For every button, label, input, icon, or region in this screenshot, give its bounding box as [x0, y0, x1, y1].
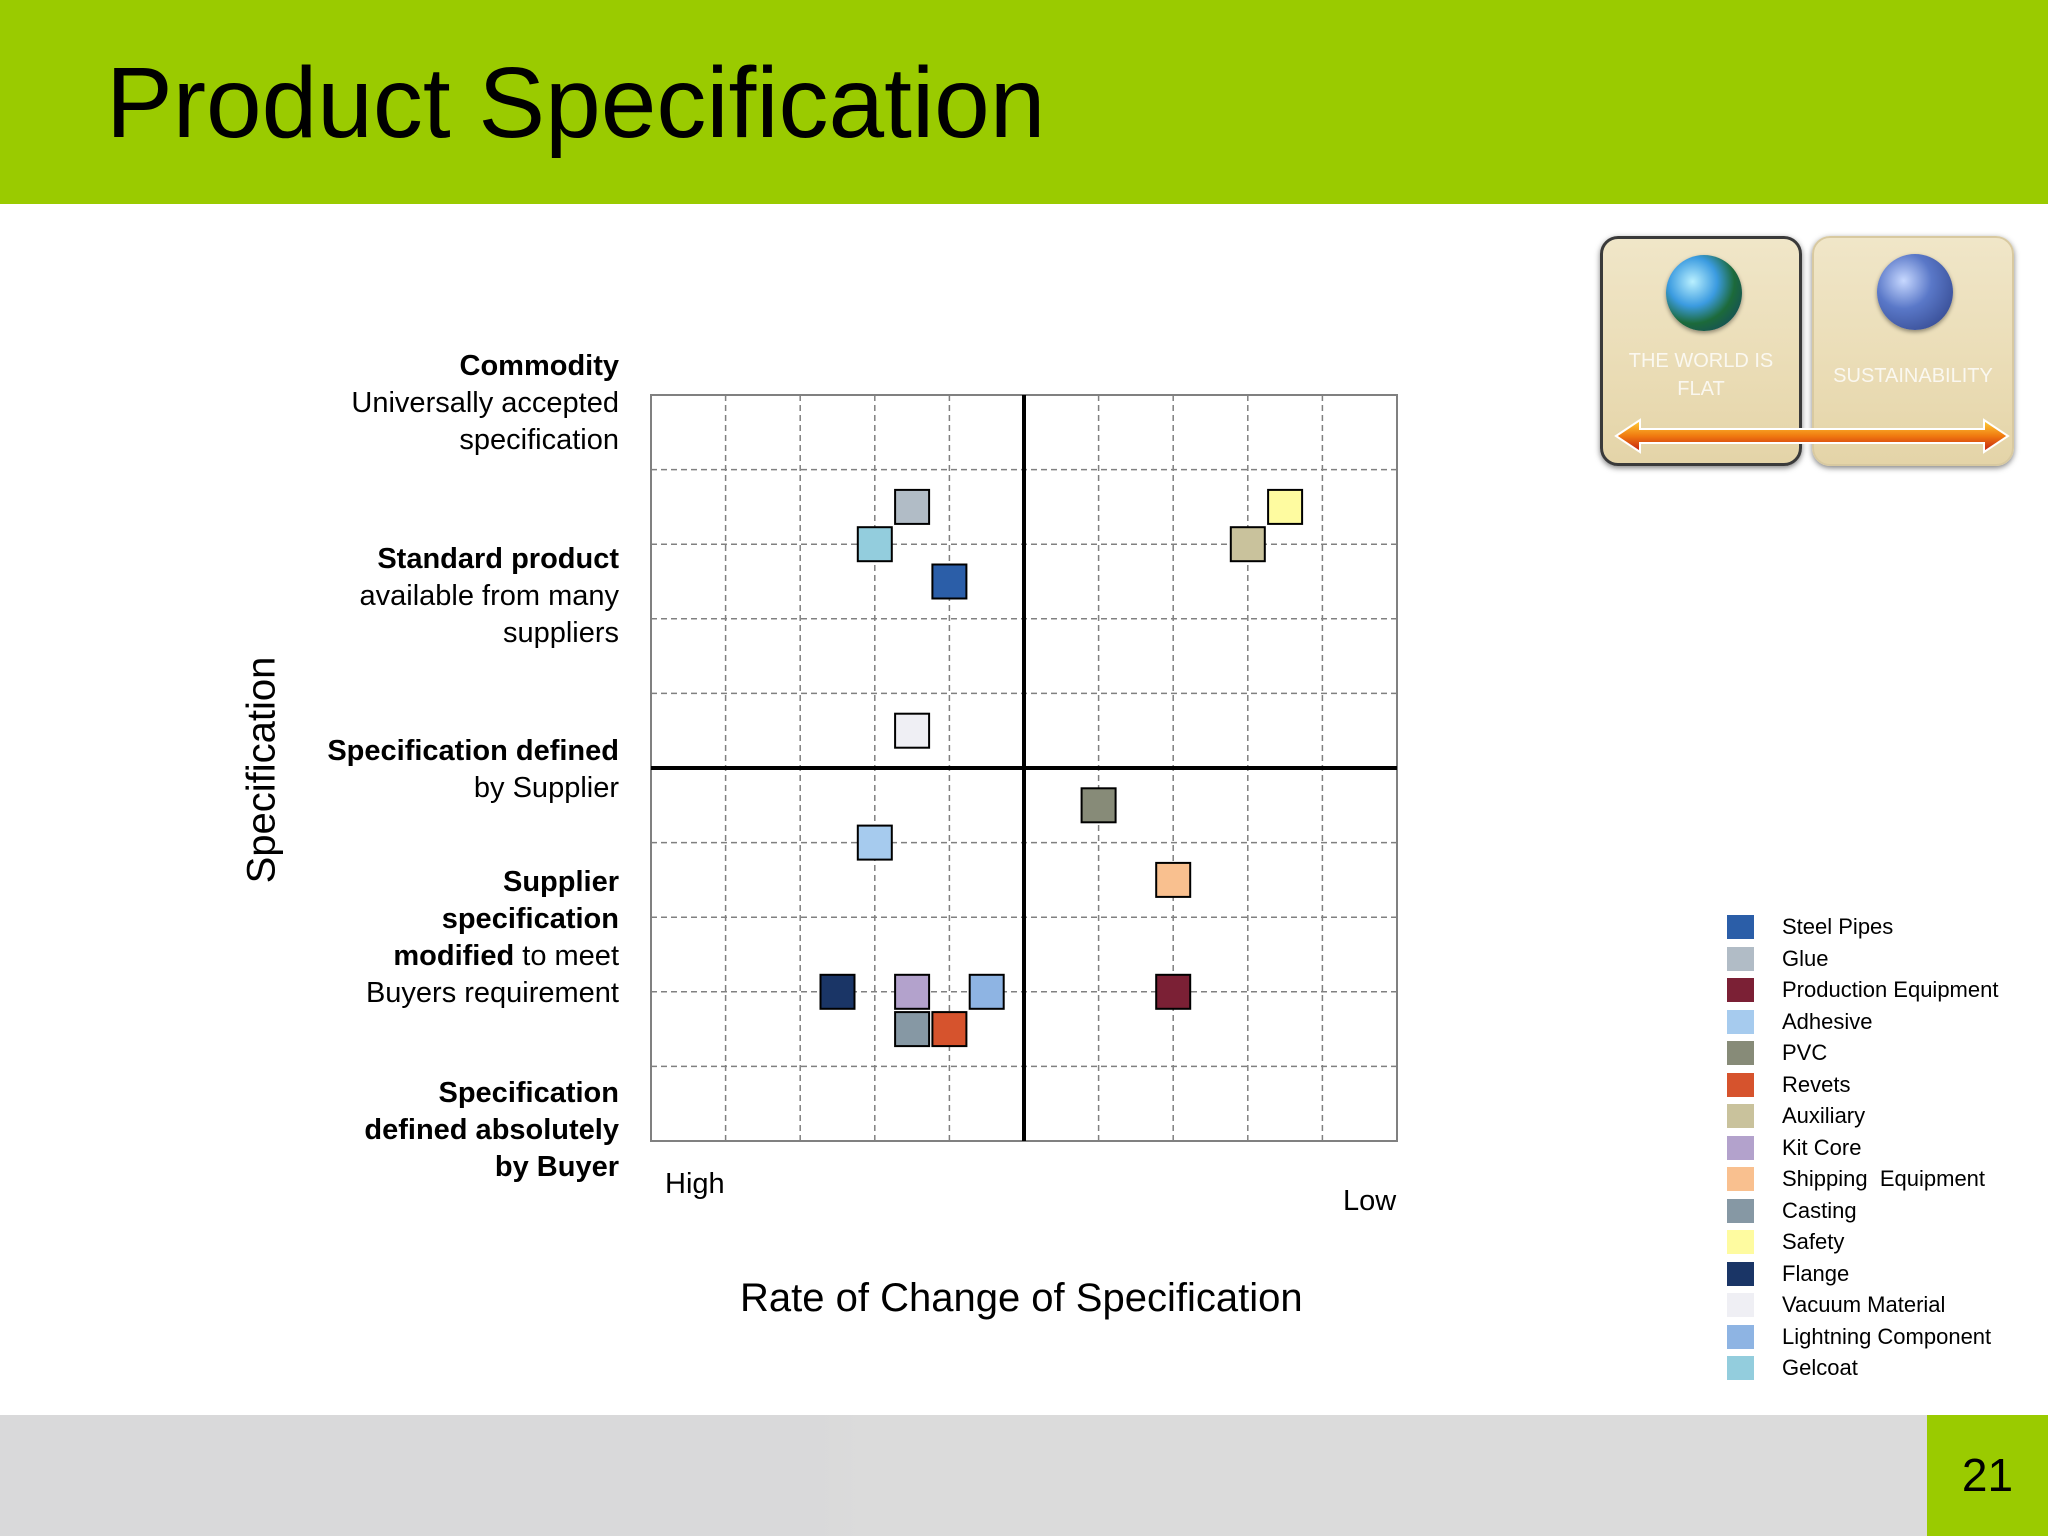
legend-label: Vacuum Material: [1782, 1292, 1946, 1317]
y-level-supplier-modified: Supplier specification modified to meet …: [319, 864, 619, 1012]
y-level-bold: Specification defined absolutely by Buye…: [364, 1077, 619, 1183]
legend-label: Gelcoat: [1782, 1355, 1858, 1380]
specification-matrix-chart: [650, 394, 1398, 1142]
legend-swatch: [1727, 946, 1754, 971]
marker-kit-core: [894, 973, 931, 1010]
legend-swatch: [1727, 1324, 1754, 1349]
y-level-text: available from many suppliers: [359, 580, 620, 649]
x-axis-title: Rate of Change of Specification: [740, 1276, 1303, 1320]
legend-label: Shipping Equipment: [1782, 1166, 1986, 1191]
legend-label: Glue: [1782, 945, 1829, 971]
marker-flange: [819, 973, 856, 1010]
badge-label-sustainability: SUSTAINABILITY: [1833, 365, 1993, 387]
legend-label: Lightning Component: [1782, 1323, 1992, 1349]
legend-label: PVC: [1782, 1040, 1828, 1065]
globe-hands-icon: [1666, 255, 1742, 331]
badge-panel-sustainability: SUSTAINABILITY: [1812, 236, 2014, 466]
marker-revets: [931, 1011, 968, 1048]
y-level-bold: Commodity: [459, 350, 620, 382]
page-number: 21: [1961, 1449, 2014, 1501]
legend-swatch: [1727, 1041, 1754, 1065]
y-level-text: Universally accepted specification: [351, 387, 619, 456]
double-arrow-icon: [1614, 418, 2010, 454]
y-level-bold: Supplier specification modified: [393, 866, 619, 972]
page-number-box: 21: [1927, 1415, 2048, 1536]
y-level-defined-by-buyer: Specification defined absolutely by Buye…: [329, 1075, 619, 1186]
marker-steel-pipes: [931, 563, 968, 600]
y-level-text: to meet Buyers requirement: [365, 940, 619, 1009]
legend-swatch: [1727, 1009, 1754, 1034]
legend-swatch: [1727, 1356, 1754, 1380]
slide-title: Product Specification: [106, 47, 1046, 159]
legend-label: Steel Pipes: [1782, 914, 1894, 939]
marker-glue: [894, 488, 931, 525]
slide-footer: [0, 1415, 2048, 1536]
legend-label: Auxiliary: [1782, 1103, 1866, 1128]
badge-label-world-is-flat: THE WORLD IS FLAT: [1628, 350, 1774, 400]
marker-gelcoat: [856, 526, 893, 563]
y-level-text: by Supplier: [473, 772, 619, 804]
legend-swatch: [1727, 1293, 1754, 1317]
marker-shipping-equipment: [1155, 861, 1192, 898]
legend-swatch: [1727, 1167, 1754, 1191]
marker-casting: [894, 1011, 931, 1048]
legend-label: Casting: [1782, 1197, 1857, 1223]
marker-production-equipment: [1155, 973, 1192, 1010]
y-level-commodity: Commodity Universally accepted specifica…: [329, 348, 619, 459]
legend-swatch: [1727, 1135, 1754, 1160]
legend-swatch: [1727, 915, 1754, 939]
legend-label: Flange: [1782, 1260, 1850, 1286]
legend-label: Production Equipment: [1782, 977, 1999, 1002]
slide-header: Product Specification: [0, 0, 2048, 204]
legend-label: Safety: [1782, 1229, 1845, 1254]
marker-safety: [1267, 488, 1304, 525]
marker-lightning-component: [968, 973, 1005, 1010]
legend-swatch: [1727, 1072, 1754, 1097]
x-axis-high-label: High: [665, 1168, 725, 1200]
legend-swatch: [1727, 1230, 1754, 1254]
legend-swatch: [1727, 1104, 1754, 1128]
legend-label: Adhesive: [1782, 1008, 1873, 1034]
legend-swatch: [1727, 1261, 1754, 1286]
y-level-bold: Specification defined: [327, 735, 619, 767]
world-is-flat-sustainability-badge: THE WORLD IS FLAT SUSTAINABILITY: [1600, 236, 2020, 468]
marker-adhesive: [856, 824, 893, 861]
legend-label: Kit Core: [1782, 1134, 1862, 1160]
legend-swatch: [1727, 1198, 1754, 1223]
y-level-bold: Standard product: [377, 543, 619, 575]
marker-vacuum-material: [894, 712, 931, 749]
legend-swatch: [1727, 978, 1754, 1002]
wind-turbine-icon: [1877, 254, 1953, 330]
x-axis-low-label: Low: [1343, 1185, 1397, 1217]
legend-label: Revets: [1782, 1071, 1851, 1097]
marker-auxiliary: [1229, 526, 1266, 563]
y-level-standard-product: Standard product available from many sup…: [329, 541, 620, 652]
y-level-defined-by-supplier: Specification defined by Supplier: [319, 733, 619, 807]
marker-pvc: [1080, 787, 1117, 824]
